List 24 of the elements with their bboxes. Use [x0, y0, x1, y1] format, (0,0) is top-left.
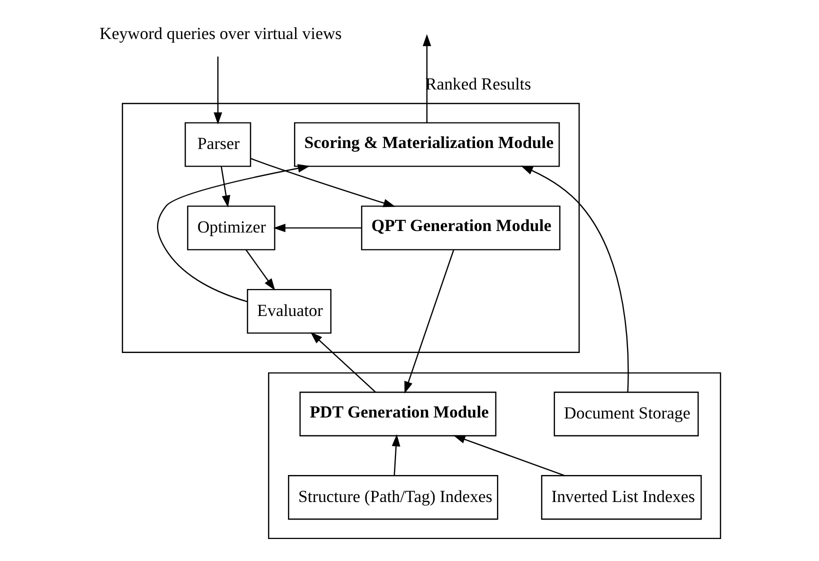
cluster [268, 372, 721, 540]
node-box: Inverted List Indexes [540, 475, 702, 520]
node-text: Keyword queries over virtual views [99, 24, 342, 44]
node-box: Evaluator [246, 288, 331, 334]
arrow [310, 332, 376, 392]
arrow [272, 224, 361, 232]
arrow [422, 34, 431, 123]
arrow [520, 166, 628, 392]
arrow [452, 435, 564, 476]
node-box: Structure (Path/Tag) Indexes [287, 475, 498, 520]
cluster [121, 102, 580, 353]
arrow [245, 250, 275, 291]
arrow [391, 434, 400, 476]
node-box: QPT Generation Module [360, 206, 560, 250]
node-box: Document Storage [553, 392, 698, 436]
node-box: PDT Generation Module [298, 392, 496, 436]
arrow [213, 56, 222, 125]
arrow [250, 158, 395, 208]
arrow [220, 166, 230, 208]
arrow [156, 164, 310, 302]
arrow [404, 250, 454, 394]
node-box: Parser [184, 122, 251, 167]
node-box: Scoring & Materialization Module [294, 122, 560, 167]
node-box: Optimizer [186, 206, 275, 250]
